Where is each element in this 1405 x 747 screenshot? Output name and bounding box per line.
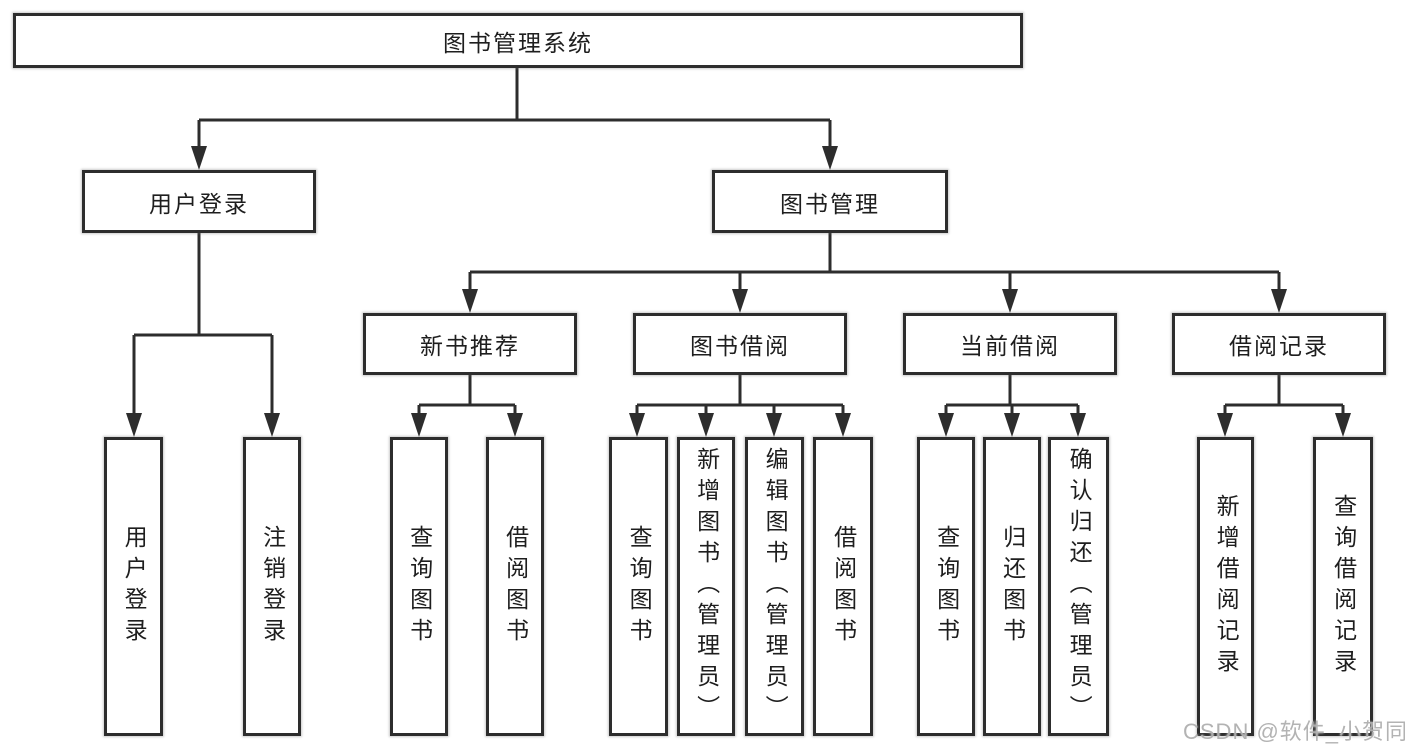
arrowhead-icon	[1335, 413, 1351, 437]
connector-current-borrow-to-leaves	[944, 375, 1080, 415]
node-new-book-recommend: 新书推荐	[363, 313, 577, 375]
arrowhead-icon	[191, 146, 207, 170]
leaf-bb-borrow-books: 借阅图书	[813, 437, 873, 736]
node-label: 借阅记录	[1229, 333, 1329, 359]
arrowhead-icon	[629, 413, 645, 437]
node-label: 确认归还（管理员）	[1066, 447, 1093, 726]
node-label: 注销登录	[259, 524, 286, 649]
node-library-management-system: 图书管理系统	[13, 13, 1023, 68]
arrowhead-icon	[938, 413, 954, 437]
connector-book-mgmt-to-level3	[468, 233, 1281, 291]
arrowhead-icon	[698, 413, 714, 437]
node-label: 查询图书	[933, 524, 960, 649]
node-label: 查询图书	[406, 524, 433, 649]
node-label: 查询借阅记录	[1330, 493, 1357, 680]
leaf-bb-add-books-admin: 新增图书（管理员）	[677, 437, 735, 736]
node-label: 用户登录	[121, 524, 148, 649]
arrowhead-icon	[411, 413, 427, 437]
connector-root-to-level2	[197, 68, 832, 148]
node-label: 当前借阅	[960, 333, 1060, 359]
arrowhead-icon	[822, 146, 838, 170]
node-label: 新增图书（管理员）	[693, 447, 720, 726]
leaf-cb-query-books: 查询图书	[917, 437, 975, 736]
arrowhead-icon	[1271, 289, 1287, 313]
node-label: 归还图书	[999, 524, 1026, 649]
node-book-management-branch: 图书管理	[712, 170, 948, 233]
arrowhead-icon	[1002, 289, 1018, 313]
arrowhead-icon	[264, 413, 280, 437]
node-label: 图书管理系统	[443, 29, 593, 56]
node-label: 新书推荐	[420, 333, 520, 359]
connector-book-borrow-to-leaves	[635, 375, 845, 415]
node-user-login-branch: 用户登录	[82, 170, 316, 233]
arrowhead-icon	[1217, 413, 1233, 437]
node-label: 查询图书	[626, 524, 653, 649]
leaf-user-login: 用户登录	[104, 437, 163, 736]
node-label: 新增借阅记录	[1213, 493, 1240, 680]
arrowhead-icon	[1004, 413, 1020, 437]
leaf-cb-confirm-return-admin: 确认归还（管理员）	[1048, 437, 1109, 736]
leaf-bb-edit-books-admin: 编辑图书（管理员）	[745, 437, 804, 736]
arrowhead-icon	[1070, 413, 1086, 437]
leaf-nbr-borrow-books: 借阅图书	[486, 437, 544, 736]
arrowhead-icon	[732, 289, 748, 313]
connector-borrow-record-to-leaves	[1223, 375, 1345, 415]
leaf-br-query-record: 查询借阅记录	[1313, 437, 1373, 736]
connector-new-book-rec-to-leaves	[417, 375, 517, 415]
node-book-borrowing: 图书借阅	[633, 313, 847, 375]
node-label: 借阅图书	[502, 524, 529, 649]
arrowheads	[126, 146, 1351, 437]
node-label: 图书管理	[780, 190, 880, 217]
node-label: 编辑图书（管理员）	[762, 447, 789, 726]
leaf-logout-login: 注销登录	[243, 437, 301, 736]
arrowhead-icon	[507, 413, 523, 437]
arrowhead-icon	[126, 413, 142, 437]
node-borrowing-records: 借阅记录	[1172, 313, 1386, 375]
arrowhead-icon	[835, 413, 851, 437]
watermark: CSDN @软件_小贺同学	[1183, 719, 1405, 744]
node-label: 借阅图书	[830, 524, 857, 649]
leaf-bb-query-books: 查询图书	[609, 437, 668, 736]
node-label: 用户登录	[149, 190, 249, 217]
leaf-cb-return-books: 归还图书	[983, 437, 1041, 736]
arrowhead-icon	[462, 289, 478, 313]
leaf-br-add-record: 新增借阅记录	[1197, 437, 1254, 736]
node-label: 图书借阅	[690, 333, 790, 359]
leaf-nbr-query-books: 查询图书	[390, 437, 448, 736]
node-current-borrowing: 当前借阅	[903, 313, 1117, 375]
connector-user-login-to-leaves	[132, 233, 274, 415]
arrowhead-icon	[766, 413, 782, 437]
